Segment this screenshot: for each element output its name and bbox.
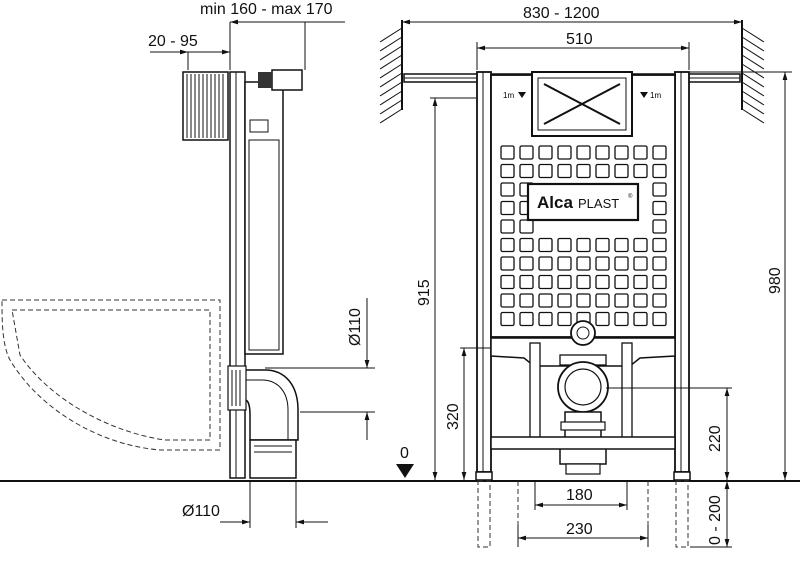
foot-left (475, 471, 493, 481)
foot-extension-left (477, 480, 491, 548)
toilet-bowl-outline (1, 299, 221, 451)
level-mark-right: 1m (650, 91, 661, 100)
dim-drain-diameter: Ø110 (182, 503, 220, 520)
floor-level-marker (396, 464, 414, 478)
wall-plate (182, 71, 229, 141)
frame-upright-side (229, 71, 246, 479)
frame-upright-left (476, 71, 492, 473)
front-view: 1m 1m Alca PLAST ® (379, 5, 792, 548)
flush-box (271, 69, 303, 91)
dim-outlet-diameter: Ø110 (347, 308, 364, 346)
cistern-grid (500, 145, 667, 327)
bottom-crossbar (490, 436, 676, 450)
dim-side-depth: min 160 - max 170 (200, 1, 333, 18)
frame-upright-right (674, 71, 690, 473)
dim-height-total: 980 (767, 267, 784, 294)
dim-height-outlet: 320 (445, 403, 462, 430)
dim-height-drain: 220 (707, 425, 724, 452)
foot-right (673, 471, 691, 481)
cistern-side (244, 81, 284, 355)
dim-feet-spacing-inner: 180 (566, 487, 593, 504)
stud-left (529, 342, 541, 444)
brand-registered: ® (628, 193, 633, 200)
stud-right (621, 342, 633, 444)
foot-extension-right (675, 480, 689, 548)
dim-floor-zero: 0 (400, 445, 409, 462)
level-mark-left: 1m (503, 91, 514, 100)
dim-install-width: 830 - 1200 (523, 5, 600, 22)
dim-side-offset: 20 - 95 (148, 33, 198, 50)
dim-frame-width: 510 (566, 31, 593, 48)
brand-name-bold: Alca (537, 193, 573, 212)
side-view: min 160 - max 170 20 - 95 Ø110 Ø110 0 (0, 1, 800, 528)
brand-label (526, 182, 640, 222)
dim-feet-adjust: 0 - 200 (707, 495, 724, 545)
dim-height-inner: 915 (416, 279, 433, 306)
brand-name-regular: PLAST (578, 196, 619, 211)
outlet-elbow (244, 369, 299, 441)
dim-feet-spacing-outer: 230 (566, 521, 593, 538)
